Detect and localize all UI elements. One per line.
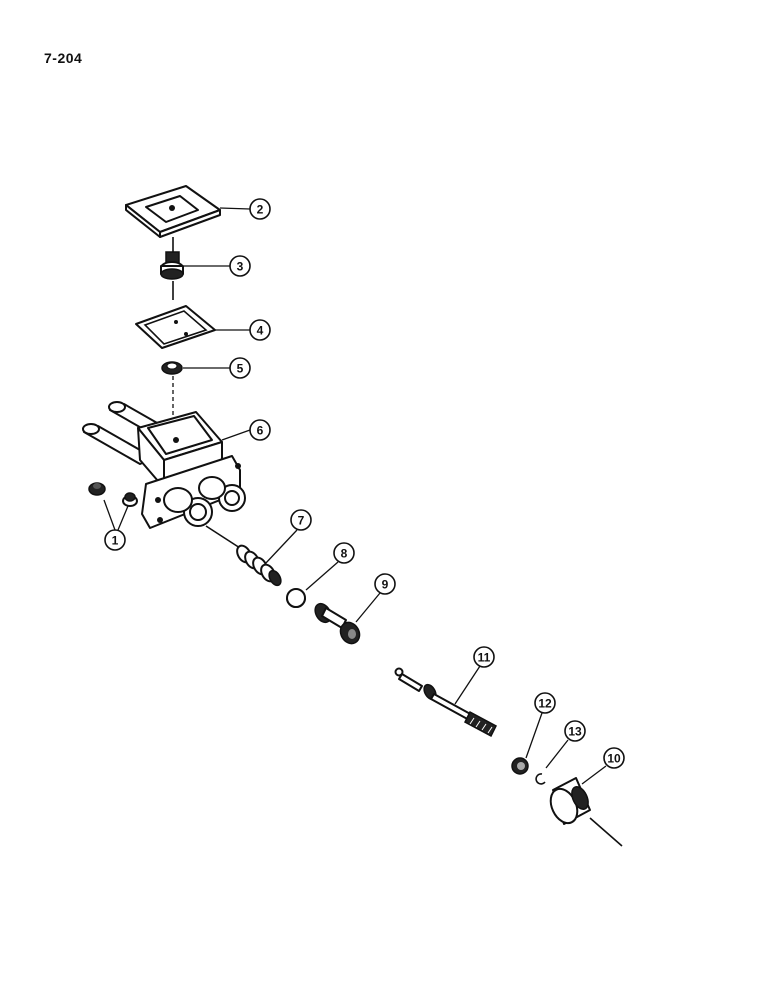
svg-text:4: 4 [257,324,264,338]
svg-text:5: 5 [237,362,244,376]
callout-13: 13 [564,720,586,742]
svg-text:11: 11 [478,651,491,665]
callout-7: 7 [290,509,312,531]
svg-text:9: 9 [382,578,389,592]
svg-text:8: 8 [341,547,348,561]
callout-8: 8 [333,542,355,564]
leader-lines [103,207,607,785]
part-11-push-rod [394,667,497,738]
part-12-nut [511,757,529,775]
callout-5: 5 [229,357,251,379]
svg-text:7: 7 [298,514,305,528]
callout-2: 2 [249,198,271,220]
svg-text:12: 12 [538,697,552,711]
callout-1: 1 [104,529,126,551]
part-9-piston [314,602,361,645]
part-1-bleeder-screws [88,482,138,507]
callout-10: 10 [603,747,625,769]
svg-text:2: 2 [257,203,264,217]
part-13-clip [535,773,546,785]
svg-text:6: 6 [257,424,264,438]
callout-11: 11 [473,646,495,668]
part-8-cup [286,588,306,608]
part-3-fitting [160,237,184,300]
callout-12: 12 [534,692,556,714]
svg-text:1: 1 [112,534,119,548]
part-6-master-cylinder-body [82,401,246,529]
page-number: 7-204 [44,50,83,66]
svg-text:13: 13 [568,725,582,739]
part-10-boot [549,777,623,847]
callout-9: 9 [374,573,396,595]
part-2-reservoir-cover [125,185,221,238]
callout-3: 3 [229,255,251,277]
part-4-gasket [135,305,216,349]
part-5-seal [161,361,183,432]
callout-6: 6 [249,419,271,441]
svg-text:3: 3 [237,260,244,274]
callout-4: 4 [249,319,271,341]
svg-text:10: 10 [607,752,621,766]
